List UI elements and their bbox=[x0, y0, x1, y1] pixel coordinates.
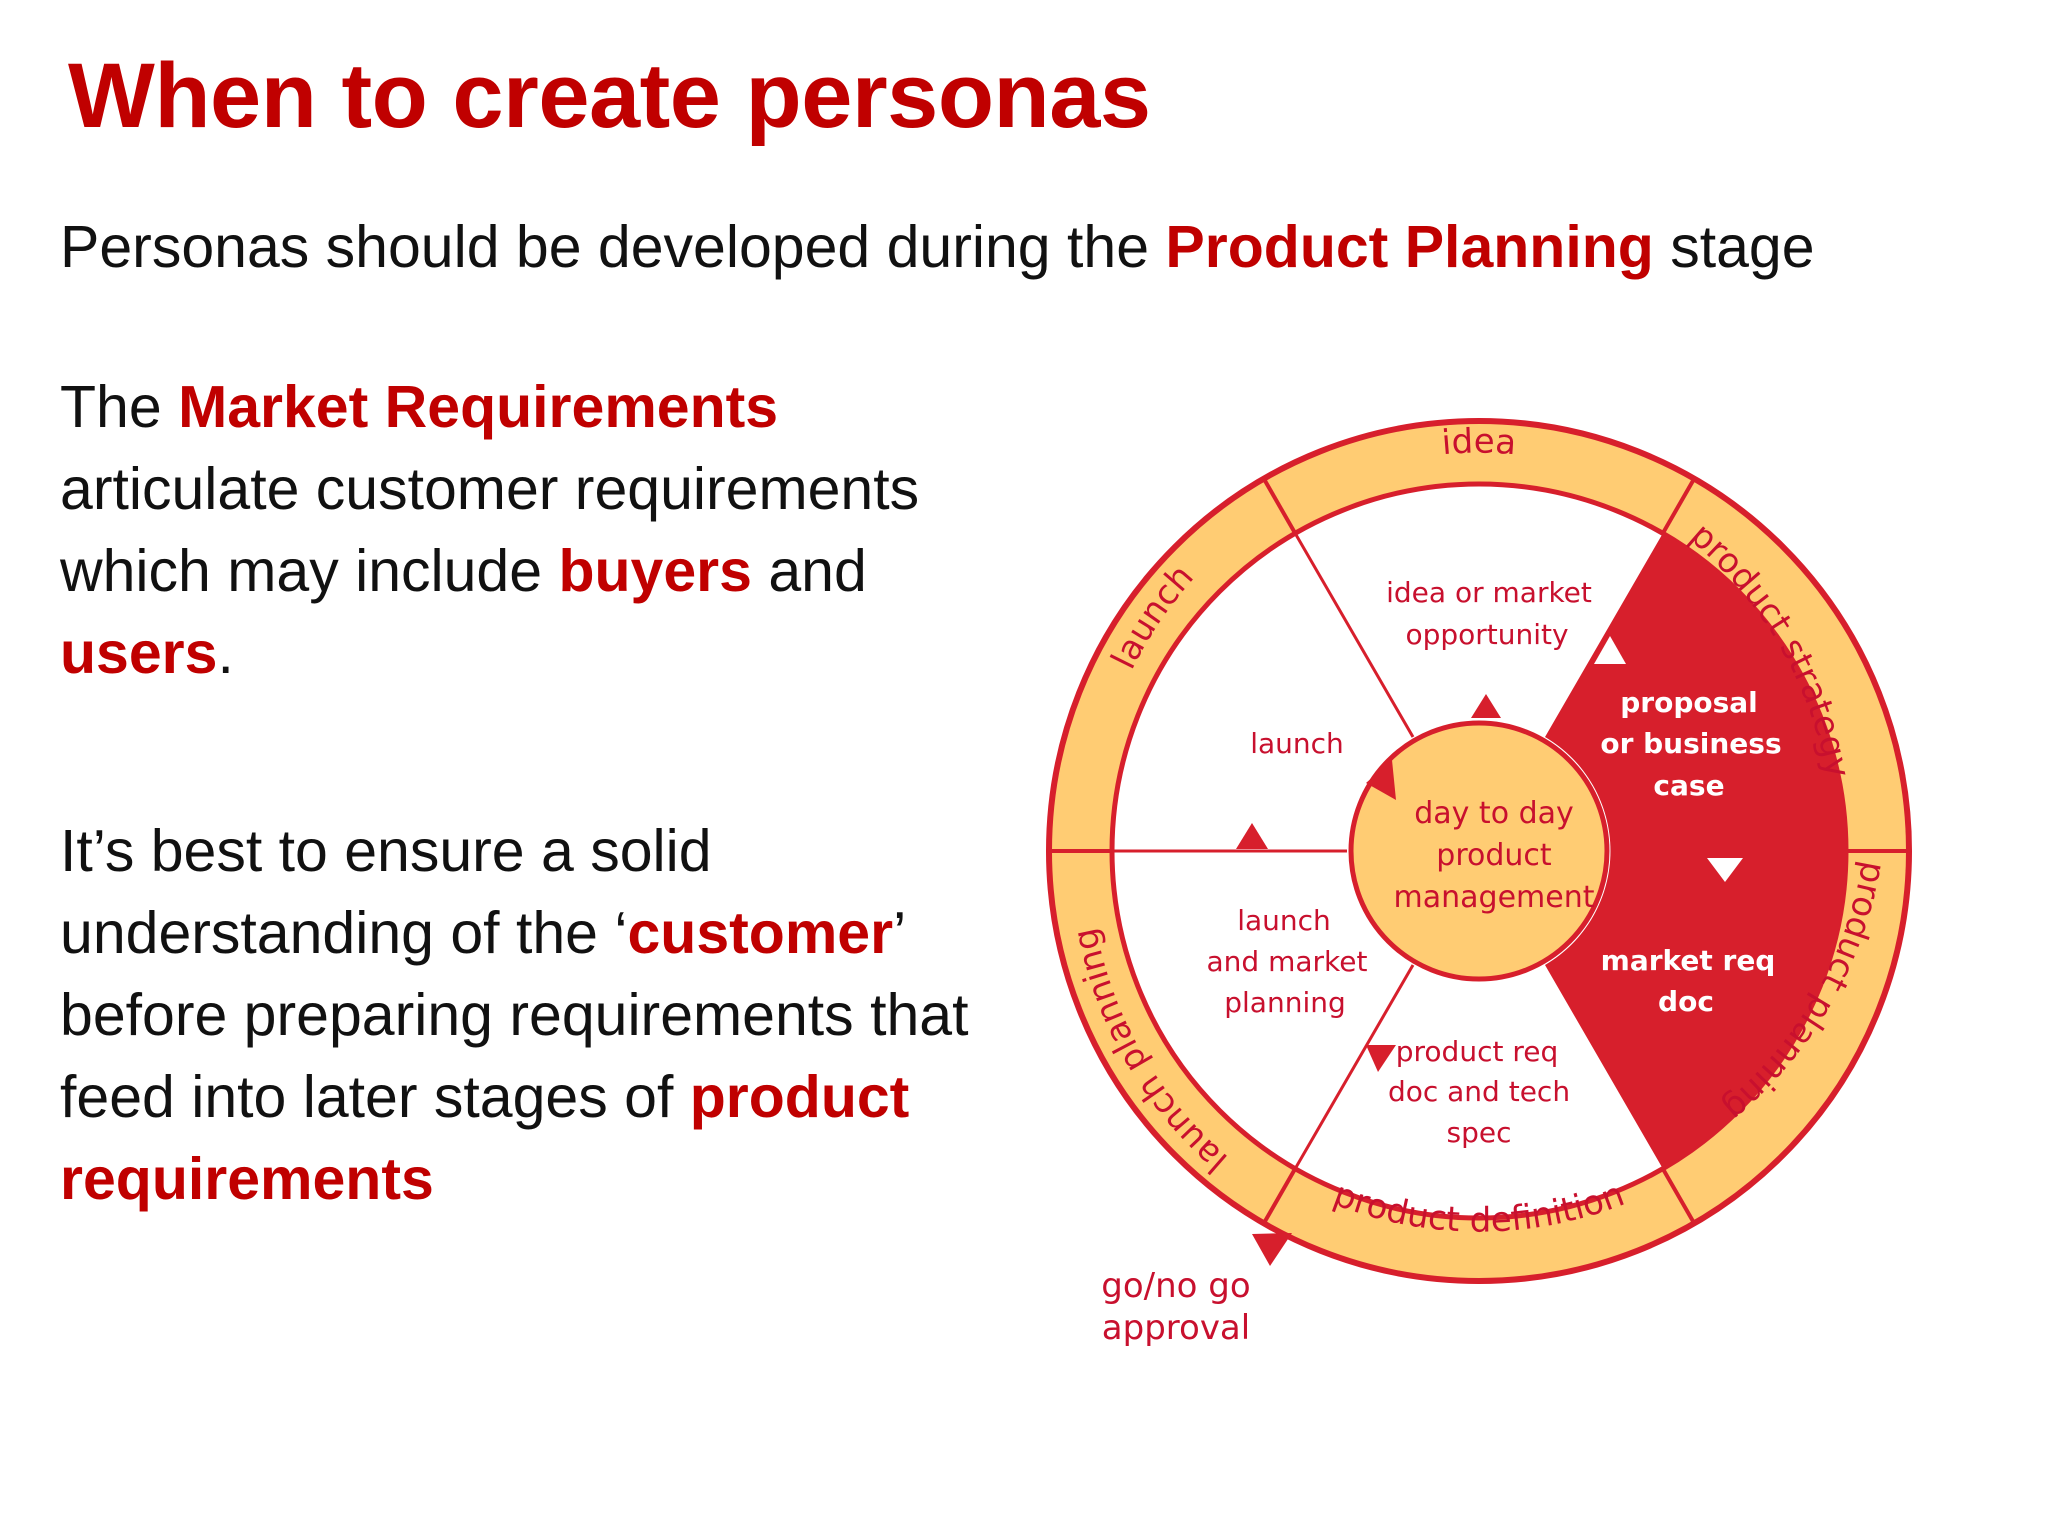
para1-text-2: articulate customer requirements which m… bbox=[60, 456, 920, 604]
segment-label-launch-market-line1: launch bbox=[1237, 904, 1331, 937]
para1-highlight-buyers: buyers bbox=[558, 538, 752, 604]
arrow-triangle-icon bbox=[1471, 694, 1501, 718]
para1-highlight-market-requirements: Market Requirements bbox=[178, 374, 779, 440]
segment-label-launch-market-line2: and market bbox=[1207, 945, 1368, 978]
center-label-line3: management bbox=[1394, 880, 1595, 915]
segment-label-prd-line1: product req bbox=[1396, 1035, 1559, 1068]
page-title: When to create personas bbox=[68, 45, 1151, 147]
subtitle: Personas should be developed during the … bbox=[60, 206, 1815, 288]
paragraph-market-requirements: The Market Requirements articulate custo… bbox=[60, 366, 1000, 694]
para1-highlight-users: users bbox=[60, 620, 218, 686]
para1-text-1: The bbox=[60, 374, 179, 440]
para2-highlight-customer: customer bbox=[627, 900, 894, 966]
arrow-triangle-icon bbox=[1707, 858, 1743, 882]
go-no-go-marker-icon bbox=[1252, 1233, 1292, 1266]
segment-label-prd-line3: spec bbox=[1447, 1116, 1512, 1149]
ring-dividers bbox=[1049, 478, 1909, 1224]
para2-text-2: ’ before preparing requirements that fee… bbox=[60, 900, 969, 1130]
para1-text-4: . bbox=[217, 620, 234, 686]
inner-dividers bbox=[1112, 532, 1415, 1170]
center-label-line1: day to day bbox=[1414, 796, 1574, 831]
arrow-triangle-icon bbox=[1236, 823, 1268, 849]
ring-label-idea: idea bbox=[1440, 422, 1517, 464]
segment-label-prd-line2: doc and tech bbox=[1388, 1075, 1570, 1108]
para1-text-3: and bbox=[751, 538, 867, 604]
segment-label-launch: launch bbox=[1250, 727, 1344, 760]
segment-label-idea-line2: opportunity bbox=[1405, 618, 1568, 651]
para2-text-1: It’s best to ensure a solid understandin… bbox=[60, 818, 712, 966]
go-no-go-label-line1: go/no go bbox=[1101, 1266, 1250, 1306]
product-planning-sector bbox=[1545, 533, 1847, 1169]
paragraph-customer-understanding: It’s best to ensure a solid understandin… bbox=[60, 810, 1020, 1220]
center-label-line2: product bbox=[1436, 838, 1552, 873]
center-hub bbox=[1348, 720, 1610, 982]
segment-label-market-req-line2: doc bbox=[1658, 985, 1714, 1018]
subtitle-text: Personas should be developed during the bbox=[60, 214, 1166, 280]
segment-label-proposal-line1: proposal bbox=[1620, 686, 1758, 719]
subtitle-text-end: stage bbox=[1653, 214, 1815, 280]
segment-label-idea-line1: idea or market bbox=[1386, 576, 1592, 609]
arrow-triangle-icon bbox=[1366, 760, 1396, 800]
segment-label-proposal-line3: case bbox=[1653, 769, 1724, 802]
segment-label-proposal-line2: or business bbox=[1600, 727, 1781, 760]
para2-highlight-product-requirements: product requirements bbox=[60, 1064, 910, 1212]
segment-label-launch-market-line3: planning bbox=[1224, 986, 1346, 1019]
subtitle-highlight: Product Planning bbox=[1165, 214, 1654, 280]
product-lifecycle-wheel: idea product strategy product planning p… bbox=[1046, 418, 1912, 1348]
segment-label-market-req-line1: market req bbox=[1601, 944, 1776, 977]
arrow-triangle-icon bbox=[1366, 1045, 1396, 1072]
go-no-go-label-line2: approval bbox=[1102, 1308, 1250, 1348]
arrow-triangle-icon bbox=[1594, 636, 1626, 664]
